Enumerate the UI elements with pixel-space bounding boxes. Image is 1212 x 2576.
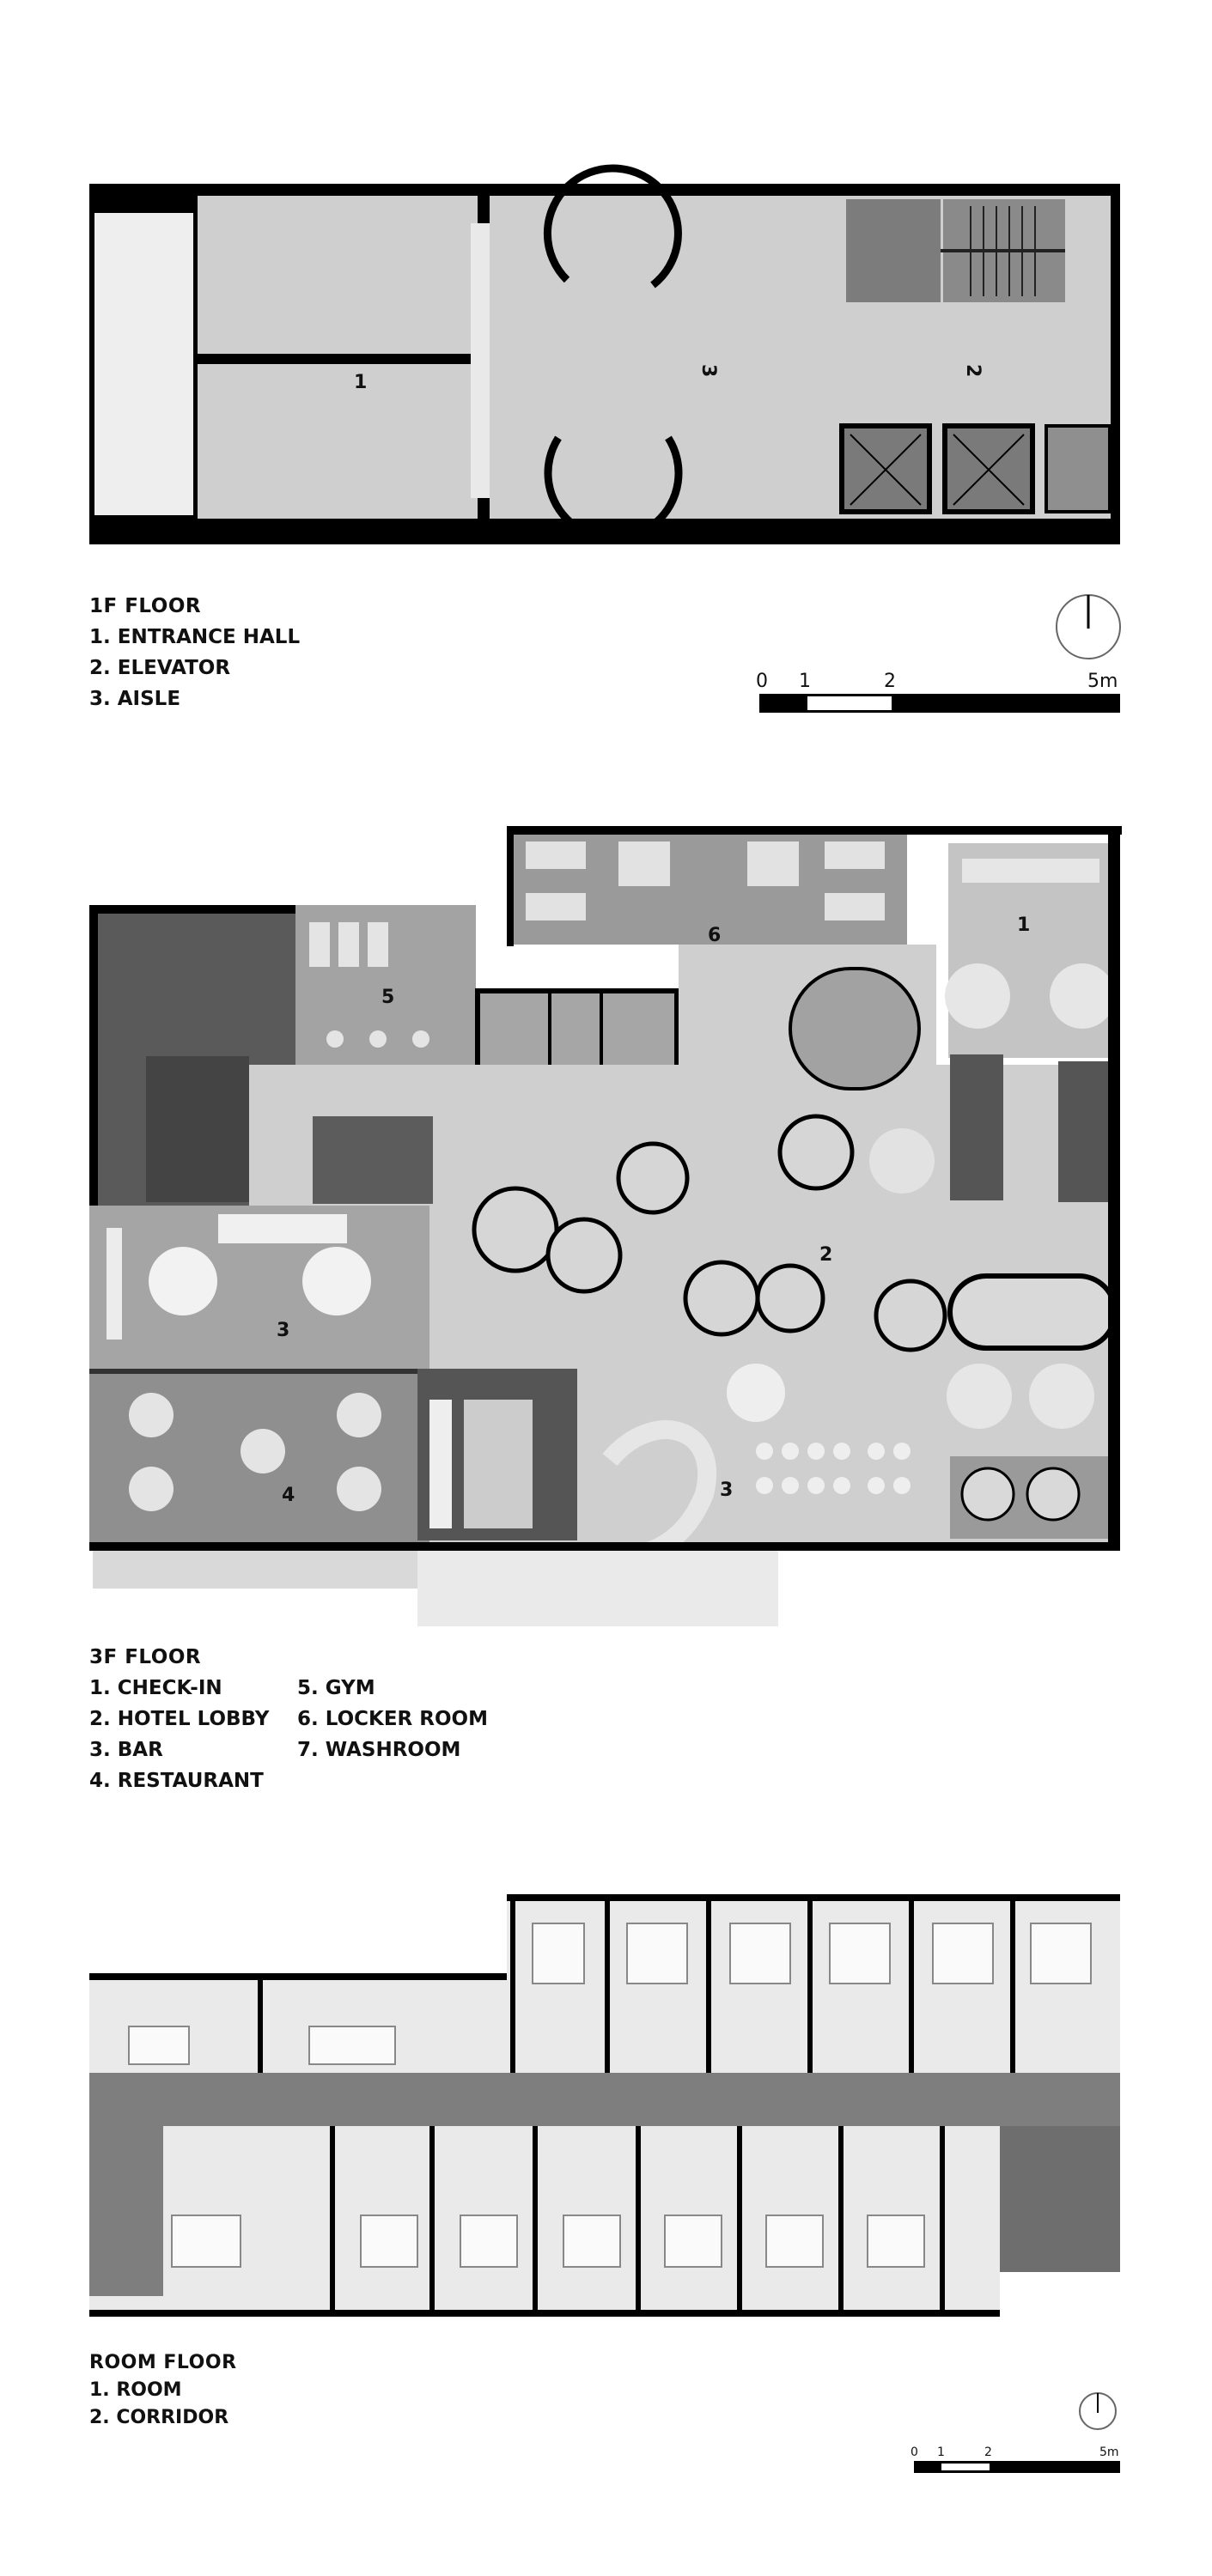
plan-1f: 1 3 2 — [89, 164, 1120, 544]
room-strip-top-right — [507, 1898, 1120, 2073]
stair-treads — [941, 206, 1065, 296]
legend-room-floor: ROOM FLOOR 1. ROOM 2. CORRIDOR — [89, 2349, 237, 2432]
scale-tick-0: 0 — [756, 671, 768, 692]
legend-3f-item: 6. LOCKER ROOM — [297, 1708, 488, 1730]
elevator-core-3f — [950, 1054, 1003, 1200]
legend-room-floor-item: 2. CORRIDOR — [89, 2407, 229, 2428]
room-scale-tick-0: 0 — [911, 2445, 918, 2459]
scale-tick-5m: 5m — [1087, 671, 1118, 692]
room-number-3f-2: 2 — [819, 1244, 832, 1266]
legend-3f-item: 3. BAR — [89, 1739, 163, 1761]
beds-bottom — [171, 2215, 925, 2268]
legend-3f-item: 5. GYM — [297, 1677, 375, 1699]
plan-3f: 5 6 7 2 — [89, 826, 1122, 1626]
aisle-arc-bottom — [544, 435, 683, 543]
stair-core — [846, 199, 941, 302]
entrance-hall-room-top — [198, 196, 478, 354]
scale-tick-1: 1 — [799, 671, 811, 692]
legend-3f-title: 3F FLOOR — [89, 1646, 202, 1668]
bar-stools — [756, 1443, 911, 1494]
stair-core-room-floor-left — [89, 2073, 163, 2296]
legend-3f-col2: 5. GYM 6. LOCKER ROOM 7. WASHROOM — [297, 1673, 488, 1765]
entrance-hall-zone — [94, 213, 193, 515]
storage-block — [313, 1116, 433, 1204]
aisle-zone — [490, 196, 837, 519]
room-number-3f-1: 1 — [1017, 914, 1030, 936]
room-number-3f-6: 6 — [708, 925, 721, 946]
legend-1f-item: 1. ENTRANCE HALL — [89, 626, 301, 648]
legend-3f-item: 7. WASHROOM — [297, 1739, 461, 1761]
room-scale-tick-1: 1 — [937, 2445, 945, 2459]
beds-top — [128, 1923, 1092, 2065]
aisle-arc-top — [543, 164, 682, 289]
room-number-1f-2: 2 — [962, 364, 984, 377]
lobby-round-lounge — [789, 967, 921, 1091]
room-partitions-bottom — [330, 2126, 945, 2315]
corridor — [89, 2073, 1120, 2126]
north-arrow-room-floor — [1079, 2392, 1117, 2430]
plan-room-floor — [89, 1894, 1120, 2317]
room-partitions-top — [258, 1898, 1015, 2073]
room-scale-tick-5m: 5m — [1099, 2445, 1119, 2459]
lobby-seating — [472, 1114, 947, 1422]
legend-3f: 3F FLOOR 1. CHECK-IN 2. HOTEL LOBBY 3. B… — [89, 1642, 269, 1796]
room-number-3f-5: 5 — [381, 987, 394, 1008]
stair-core-3f — [1058, 1061, 1117, 1202]
entrance-hall-room-bottom — [198, 364, 478, 519]
room-number-3f-3b: 3 — [720, 1479, 733, 1501]
legend-1f-item: 2. ELEVATOR — [89, 657, 231, 679]
legend-3f-item: 4. RESTAURANT — [89, 1770, 264, 1792]
room-number-3f-3a: 3 — [277, 1320, 289, 1341]
legend-room-floor-title: ROOM FLOOR — [89, 2352, 237, 2373]
gym-equipment — [309, 922, 429, 1048]
stair-core-room-floor-right — [1000, 2126, 1120, 2272]
north-arrow-1f — [1056, 594, 1121, 659]
terrace — [93, 1551, 428, 1589]
elevator-shaft-3 — [1045, 424, 1112, 513]
room-scale-tick-2: 2 — [984, 2445, 992, 2459]
legend-3f-item: 2. HOTEL LOBBY — [89, 1708, 270, 1730]
room-number-1f-1: 1 — [354, 372, 367, 393]
legend-1f-item: 3. AISLE — [89, 688, 181, 710]
scale-bar-1f: 0 1 2 5m — [756, 671, 1120, 713]
restaurant-tables — [129, 1393, 381, 1511]
legend-1f-title: 1F FLOOR — [89, 595, 202, 617]
scale-bar-room-floor: 0 1 2 5m — [911, 2445, 1120, 2473]
legend-3f-item: 1. CHECK-IN — [89, 1677, 222, 1699]
legend-room-floor-item: 1. ROOM — [89, 2379, 182, 2401]
room-number-3f-4: 4 — [282, 1485, 295, 1506]
room-number-1f-3: 3 — [697, 364, 719, 377]
legend-1f: 1F FLOOR 1. ENTRANCE HALL 2. ELEVATOR 3.… — [89, 591, 300, 714]
scale-tick-2: 2 — [884, 671, 896, 692]
